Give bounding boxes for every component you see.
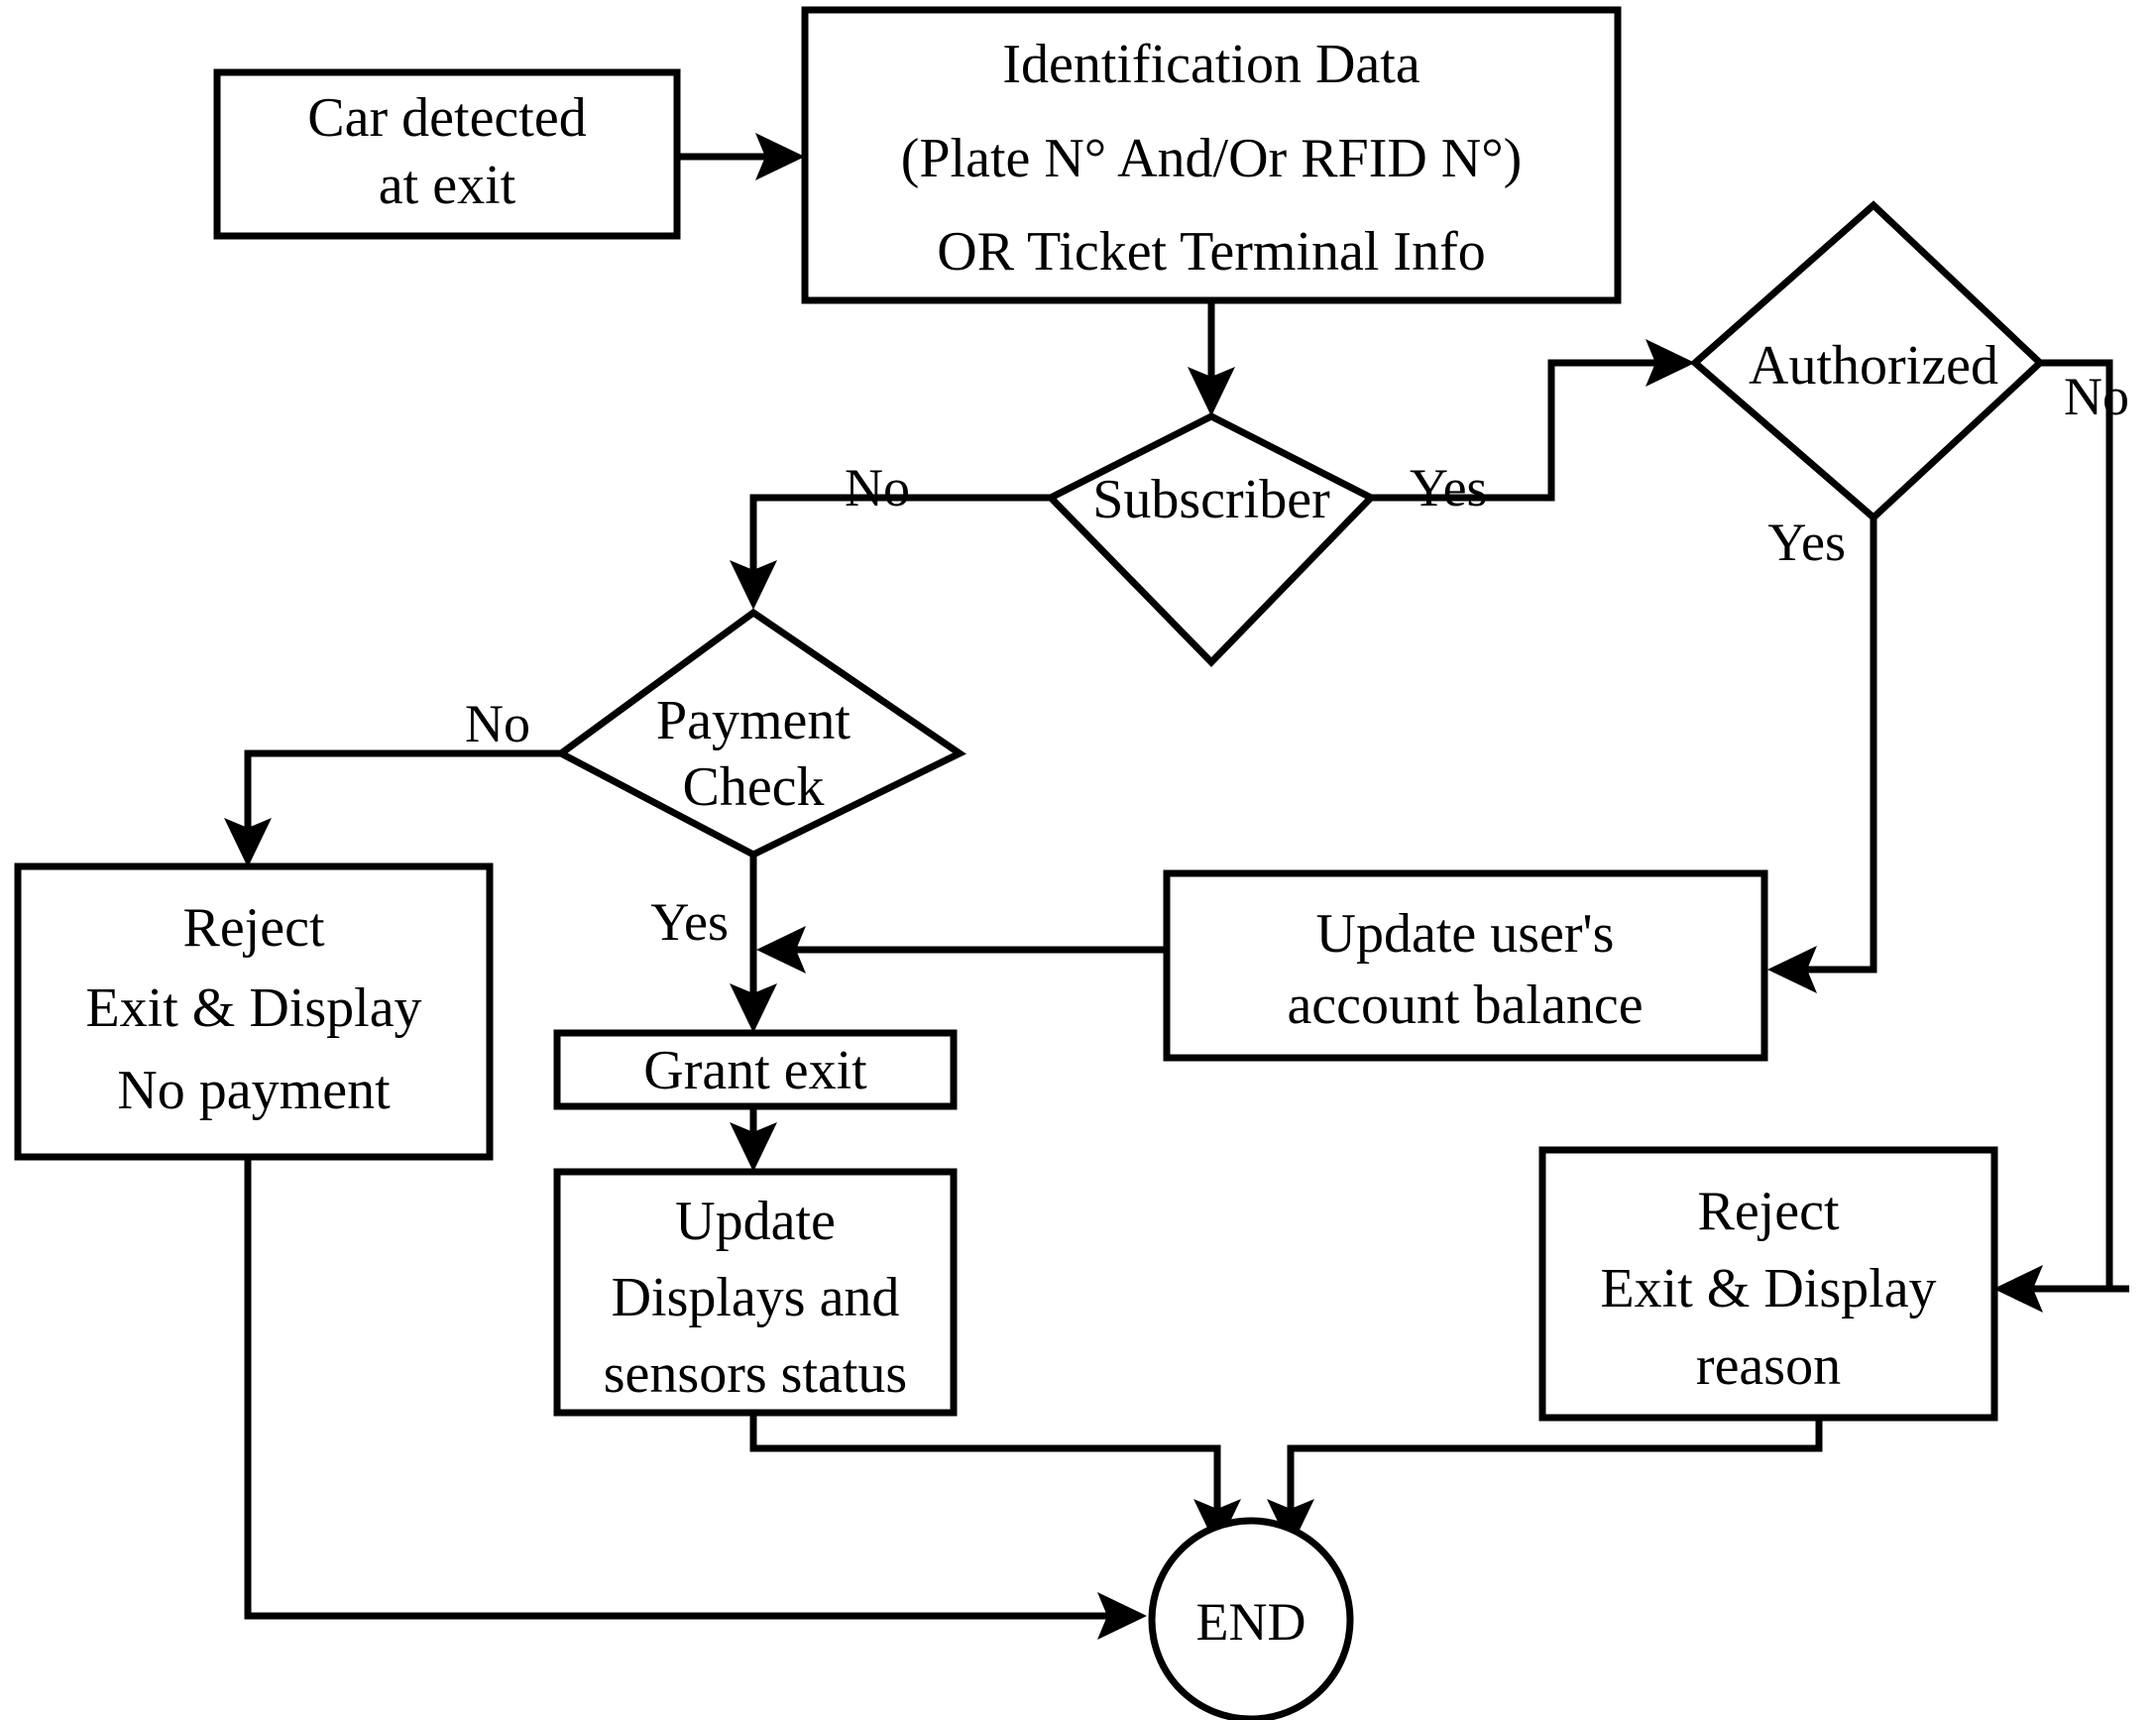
- node-update-displays-line-2: Displays and: [612, 1267, 900, 1328]
- node-car-detected-line-2: at exit: [379, 155, 516, 216]
- node-update-displays-line-3: sensors status: [604, 1343, 907, 1405]
- node-reject-no-payment-line-1: Reject: [182, 897, 324, 959]
- node-reject-no-payment[interactable]: Reject Exit & Display No payment: [14, 862, 494, 1161]
- node-identification-line-1: Identification Data: [1002, 34, 1420, 95]
- edge-label-payment-no: No: [465, 694, 530, 753]
- edge-car-to-identification: [677, 133, 805, 180]
- node-authorized-decision[interactable]: Authorized: [1689, 200, 2046, 522]
- node-reject-reason-line-2: Exit & Display: [1600, 1258, 1936, 1319]
- node-reject-no-payment-line-2: Exit & Display: [85, 977, 421, 1039]
- node-payment-check-line-1: Payment: [656, 690, 851, 751]
- node-identification-line-2: (Plate N° And/Or RFID N°): [901, 128, 1523, 189]
- edge-label-subscriber-yes: Yes: [1410, 458, 1488, 517]
- edge-authorized-yes-to-update-balance: [1767, 517, 1877, 993]
- node-payment-check-decision[interactable]: Payment Check: [554, 608, 966, 859]
- node-grant-exit-label: Grant exit: [643, 1040, 867, 1101]
- node-end-label: END: [1196, 1592, 1306, 1652]
- node-reject-no-payment-line-3: No payment: [117, 1060, 391, 1121]
- node-end[interactable]: END: [1148, 1517, 1354, 1720]
- node-subscriber-decision[interactable]: Subscriber: [1045, 412, 1377, 668]
- edge-identification-to-subscriber: [1188, 300, 1235, 416]
- edge-reject-no-payment-to-end: [244, 1155, 1147, 1640]
- edge-subscriber-no-to-payment-check: [730, 494, 1051, 610]
- edge-label-subscriber-no: No: [845, 458, 910, 517]
- node-car-detected-line-1: Car detected: [307, 87, 586, 149]
- edge-authorized-no-to-reject-reason: [1993, 359, 2129, 1313]
- node-subscriber-label: Subscriber: [1092, 469, 1330, 530]
- edge-label-payment-yes: Yes: [650, 892, 729, 952]
- node-reject-reason[interactable]: Reject Exit & Display reason: [1538, 1146, 1998, 1422]
- edge-payment-yes-to-grant-exit: [730, 855, 777, 1033]
- node-payment-check-line-2: Check: [682, 756, 824, 818]
- edge-grant-exit-to-update-displays: [730, 1104, 777, 1172]
- edge-label-authorized-no: No: [2064, 367, 2129, 426]
- edge-reject-reason-to-end: [1267, 1418, 1823, 1548]
- node-update-balance-line-2: account balance: [1287, 975, 1643, 1036]
- node-identification-data[interactable]: Identification Data (Plate N° And/Or RFI…: [801, 6, 1622, 304]
- node-reject-reason-line-3: reason: [1696, 1335, 1841, 1397]
- edge-subscriber-yes-to-authorized: [1371, 339, 1695, 502]
- node-grant-exit[interactable]: Grant exit: [553, 1029, 958, 1110]
- edge-update-balance-to-grant-exit: [756, 926, 1167, 974]
- node-update-balance-line-1: Update user's: [1316, 903, 1615, 965]
- node-car-detected-at-exit[interactable]: Car detected at exit: [213, 68, 681, 240]
- edge-update-displays-to-end: [749, 1413, 1241, 1548]
- node-reject-reason-line-1: Reject: [1697, 1181, 1839, 1242]
- node-identification-line-3: OR Ticket Terminal Info: [937, 221, 1485, 283]
- node-update-displays-line-1: Update: [675, 1191, 836, 1252]
- node-authorized-label: Authorized: [1749, 335, 1998, 397]
- node-update-account-balance[interactable]: Update user's account balance: [1163, 869, 1768, 1062]
- edge-payment-no-to-reject-no-payment: [224, 749, 561, 867]
- node-update-displays-sensors[interactable]: Update Displays and sensors status: [553, 1168, 958, 1417]
- edge-label-authorized-yes: Yes: [1767, 513, 1846, 572]
